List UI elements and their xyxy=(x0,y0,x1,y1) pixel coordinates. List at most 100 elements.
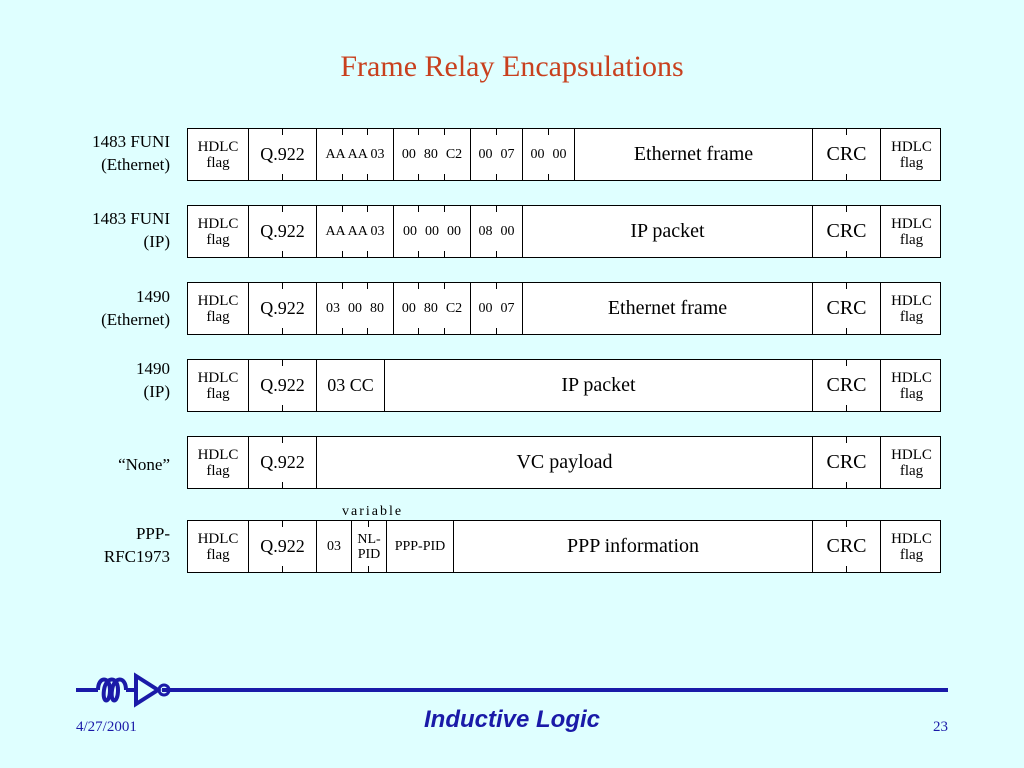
field-text: 00 xyxy=(403,223,417,239)
field-text: 00 xyxy=(425,223,439,239)
tick-mark xyxy=(846,482,847,488)
field-text: 00 xyxy=(552,146,567,162)
row-label: 1490(IP) xyxy=(10,357,170,403)
frame-field: IP packet xyxy=(522,206,812,257)
tick-mark xyxy=(418,206,419,212)
row-label: 1490 (Ethernet) xyxy=(10,285,170,331)
tick-mark xyxy=(496,251,497,257)
field-text: Q.922 xyxy=(260,298,305,318)
field-text: CRC xyxy=(826,535,867,557)
frame-field: CRC xyxy=(812,129,880,180)
field-text: HDLC xyxy=(197,446,239,463)
tick-mark xyxy=(846,405,847,411)
tick-mark xyxy=(282,283,283,289)
tick-mark xyxy=(496,283,497,289)
field-text: 00 xyxy=(348,300,362,316)
field-text: VC payload xyxy=(516,451,613,473)
frame-field: Q.922 xyxy=(248,283,316,334)
field-text: flag xyxy=(899,546,924,563)
tick-mark xyxy=(282,521,283,527)
field-text: Q.922 xyxy=(260,536,305,556)
row-label-line: 1483 FUNI xyxy=(92,132,170,151)
tick-mark xyxy=(282,566,283,572)
tick-mark xyxy=(444,174,445,180)
field-text: IP packet xyxy=(561,374,636,396)
field-text: HDLC xyxy=(197,138,239,155)
field-text: 03 CC xyxy=(327,375,374,395)
footer-date: 4/27/2001 xyxy=(76,719,137,735)
field-text: 00 xyxy=(500,223,515,239)
tick-mark xyxy=(282,251,283,257)
field-text: 07 xyxy=(500,300,515,316)
frame-field: Q.922 xyxy=(248,360,316,411)
tick-mark xyxy=(418,283,419,289)
field-text: flag xyxy=(899,154,924,171)
tick-mark xyxy=(368,566,369,572)
field-text: 07 xyxy=(500,146,515,162)
slide-title: Frame Relay Encapsulations xyxy=(340,50,684,83)
field-text: flag xyxy=(206,546,230,563)
row-label: 1483 FUNI (Ethernet) xyxy=(10,130,170,176)
tick-mark xyxy=(444,206,445,212)
tick-mark xyxy=(282,129,283,135)
variable-label: variable xyxy=(342,504,404,519)
frame-field: VC payload xyxy=(316,437,812,488)
tick-mark xyxy=(846,174,847,180)
field-text: flag xyxy=(899,385,924,402)
tick-mark xyxy=(418,129,419,135)
tick-mark xyxy=(367,283,368,289)
field-text: CRC xyxy=(826,374,867,396)
field-text: 08 xyxy=(478,223,493,239)
field-text: PPP information xyxy=(566,535,700,557)
row-label-line: PPP- xyxy=(135,524,170,543)
tick-mark xyxy=(846,251,847,257)
row-label-line: 1490 xyxy=(136,359,170,378)
field-text: 80 xyxy=(423,300,438,316)
row-label-line: (Ethernet) xyxy=(101,310,170,329)
field-text: flag xyxy=(899,231,924,248)
field-text: Q.922 xyxy=(260,144,305,164)
frame-field: CRC xyxy=(812,437,880,488)
row-label-line: 1490 xyxy=(136,287,170,306)
frame-field: IP packet xyxy=(384,360,812,411)
field-text: Q.922 xyxy=(260,221,305,241)
tick-mark xyxy=(846,437,847,443)
tick-mark xyxy=(342,174,343,180)
frame-field: Q.922 xyxy=(248,129,316,180)
tick-mark xyxy=(282,482,283,488)
frame-field: NL-PID xyxy=(351,521,386,572)
row-label: PPP-RFC1973 xyxy=(10,522,170,568)
field-text: HDLC xyxy=(891,138,932,155)
frame-field: PPP information xyxy=(453,521,812,572)
tick-mark xyxy=(367,251,368,257)
tick-mark xyxy=(496,328,497,334)
frame-field: Q.922 xyxy=(248,521,316,572)
tick-mark xyxy=(282,437,283,443)
tick-mark xyxy=(342,283,343,289)
tick-mark xyxy=(282,405,283,411)
field-text: 03 xyxy=(326,300,340,316)
tick-mark xyxy=(282,328,283,334)
tick-mark xyxy=(846,521,847,527)
tick-mark xyxy=(367,129,368,135)
field-text: 80 xyxy=(370,300,384,316)
row-label-line: (Ethernet) xyxy=(101,155,170,174)
tick-mark xyxy=(496,129,497,135)
tick-mark xyxy=(496,206,497,212)
field-text: CRC xyxy=(826,451,867,473)
tick-mark xyxy=(846,206,847,212)
frame-field: Ethernet frame xyxy=(522,283,812,334)
tick-mark xyxy=(418,251,419,257)
field-text: HDLC xyxy=(891,446,932,463)
